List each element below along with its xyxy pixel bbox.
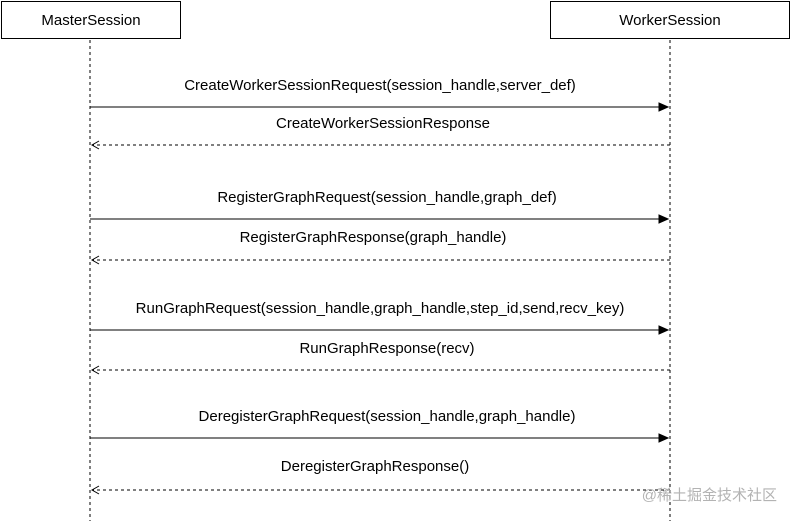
arrowhead-icon xyxy=(90,365,100,375)
arrowhead-icon xyxy=(658,325,670,335)
message-label-register-graph-response: RegisterGraphResponse(graph_handle) xyxy=(239,229,507,246)
message-label-register-graph-request: RegisterGraphRequest(session_handle,grap… xyxy=(217,189,557,206)
message-label-run-graph-response: RunGraphResponse(recv) xyxy=(299,340,475,357)
message-label-deregister-graph-response: DeregisterGraphResponse() xyxy=(280,458,470,475)
worker-session-box: WorkerSession xyxy=(550,1,790,39)
arrowhead-icon xyxy=(658,214,670,224)
arrowhead-icon xyxy=(658,102,670,112)
master-session-label: MasterSession xyxy=(41,11,141,29)
arrows-layer xyxy=(90,102,670,495)
message-label-run-graph-request: RunGraphRequest(session_handle,graph_han… xyxy=(135,300,625,317)
message-label-create-worker-session-request: CreateWorkerSessionRequest(session_handl… xyxy=(184,77,576,94)
message-label-deregister-graph-request: DeregisterGraphRequest(session_handle,gr… xyxy=(198,408,576,425)
arrowhead-icon xyxy=(90,140,100,150)
arrowhead-icon xyxy=(90,485,100,495)
master-session-box: MasterSession xyxy=(1,1,181,39)
watermark: @稀土掘金技术社区 xyxy=(641,487,777,504)
message-label-create-worker-session-response: CreateWorkerSessionResponse xyxy=(276,115,490,132)
arrowhead-icon xyxy=(658,433,670,443)
arrowhead-icon xyxy=(90,255,100,265)
worker-session-label: WorkerSession xyxy=(619,11,721,29)
